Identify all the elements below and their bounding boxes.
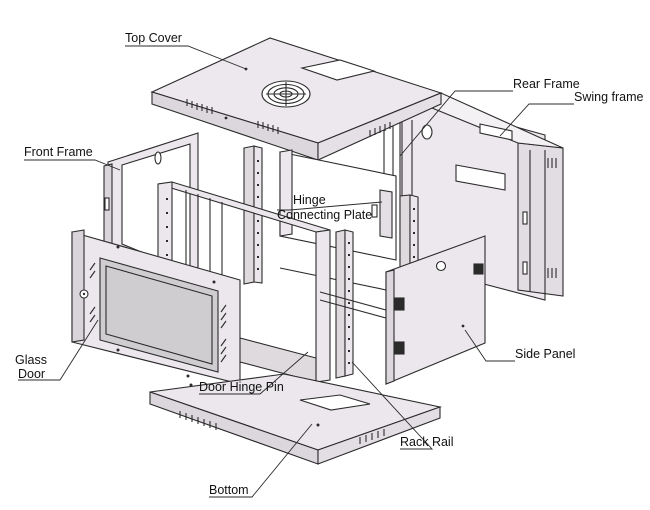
rack-rail xyxy=(335,229,354,379)
side-panel-lock xyxy=(435,260,447,272)
swing-frame-latch xyxy=(522,211,528,225)
top-cover xyxy=(150,37,443,161)
label-front-frame: Front Frame xyxy=(24,145,93,159)
glass-door xyxy=(71,229,241,385)
bottom-plate-slot xyxy=(299,394,371,411)
side-panel xyxy=(319,235,486,385)
rear-frame xyxy=(383,92,564,301)
label-door-hinge-pin: Door Hinge Pin xyxy=(199,380,284,394)
front-frame xyxy=(103,132,199,283)
label-bottom: Bottom xyxy=(209,483,249,497)
side-panel-handle-top xyxy=(394,297,405,311)
label-hinge: Hinge xyxy=(293,193,326,207)
rear-frame-label-plate xyxy=(479,123,513,141)
label-side-panel: Side Panel xyxy=(515,347,575,361)
bottom-plate-vents xyxy=(179,411,385,444)
label-connecting-plate: Connecting Plate xyxy=(277,208,372,222)
top-cover-slot xyxy=(299,59,377,81)
bottom-plate xyxy=(149,373,443,465)
fan-icon xyxy=(261,80,311,108)
label-glass: Glass xyxy=(15,353,47,367)
glass-door-vents xyxy=(89,262,227,363)
top-cover-vents xyxy=(186,99,391,137)
leader-lines xyxy=(18,45,574,498)
hinge-plate-bracket xyxy=(379,189,393,239)
label-rack-rail: Rack Rail xyxy=(400,435,454,449)
label-top-cover: Top Cover xyxy=(125,31,182,45)
glass-door-pane xyxy=(99,257,219,373)
part-labels: Top Cover Rear Frame Swing frame Front F… xyxy=(15,31,644,497)
rear-frame-slot xyxy=(455,164,506,191)
rear-frame-knockout xyxy=(421,124,433,140)
label-rear-frame: Rear Frame xyxy=(513,77,580,91)
swing-frame-vents xyxy=(547,158,557,278)
side-panel-handle-bottom xyxy=(394,341,405,355)
label-door: Door xyxy=(18,367,45,381)
label-swing-frame: Swing frame xyxy=(574,90,644,104)
